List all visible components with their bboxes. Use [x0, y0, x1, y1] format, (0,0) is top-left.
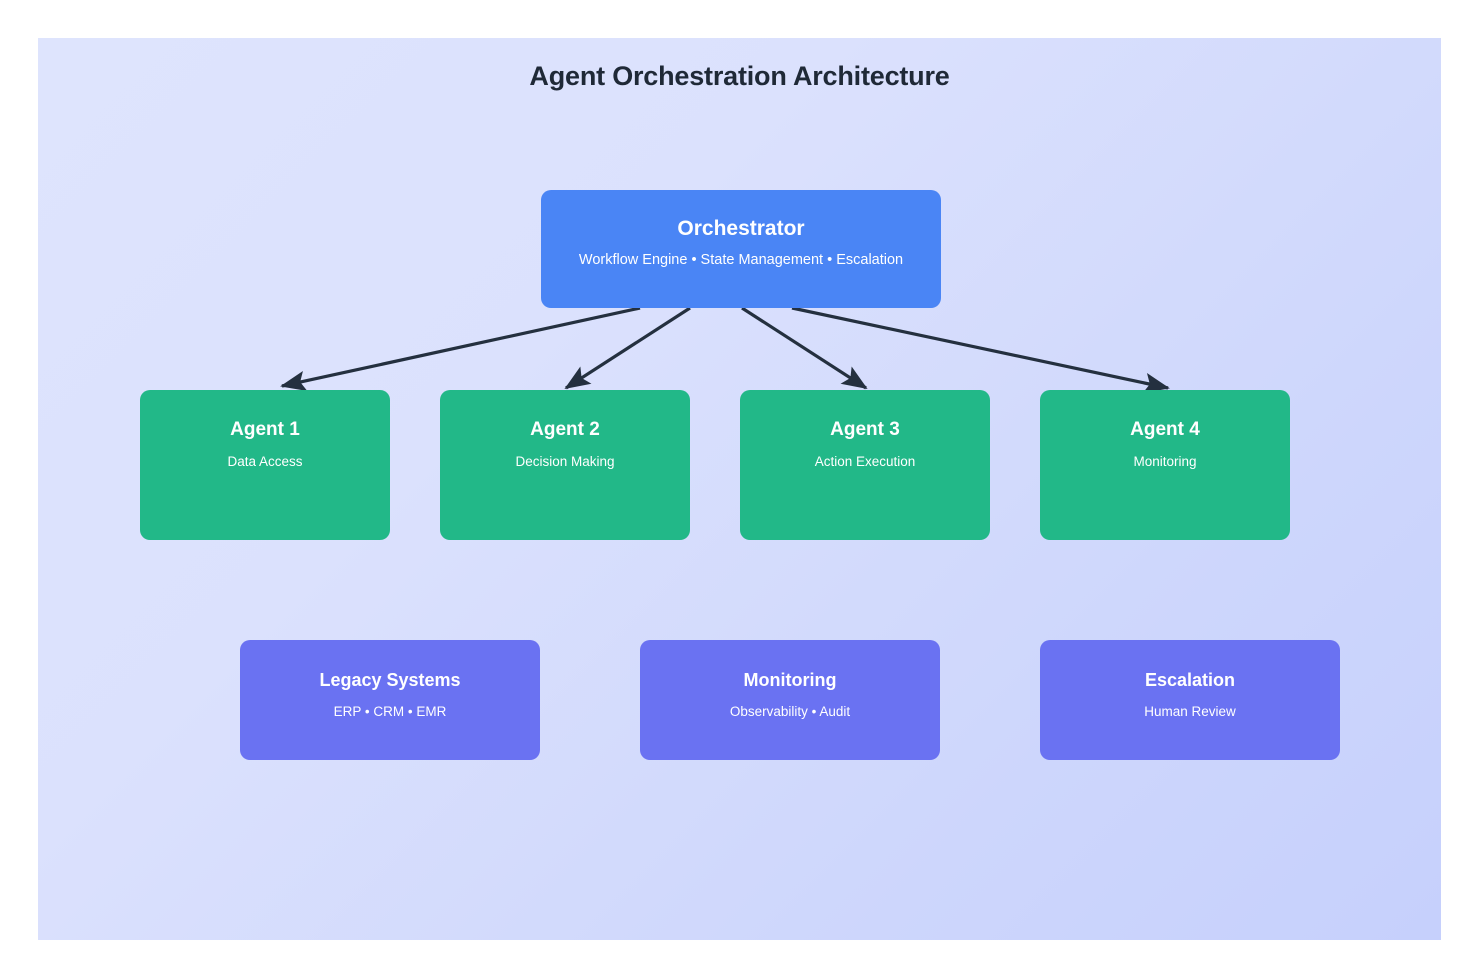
node-agent-2[interactable]: Agent 2 Decision Making: [440, 390, 690, 540]
node-escalation-subtitle: Human Review: [1144, 703, 1236, 719]
node-legacy-systems-subtitle: ERP • CRM • EMR: [333, 703, 447, 719]
page-title: Agent Orchestration Architecture: [529, 61, 950, 91]
node-agent-2-subtitle: Decision Making: [515, 453, 615, 469]
connector-orchestrator-to-agent-2: [564, 306, 691, 390]
diagram-canvas: Agent Orchestration Architecture Orchest…: [38, 38, 1441, 940]
node-orchestrator-title: Orchestrator: [677, 217, 805, 240]
node-agent-4[interactable]: Agent 4 Monitoring: [1040, 390, 1290, 540]
node-escalation[interactable]: Escalation Human Review: [1040, 640, 1340, 760]
node-legacy-systems[interactable]: Legacy Systems ERP • CRM • EMR: [240, 640, 540, 760]
node-agent-1-subtitle: Data Access: [227, 453, 303, 469]
node-agent-1-title: Agent 1: [230, 419, 300, 440]
node-agent-3-title: Agent 3: [830, 419, 900, 440]
node-agent-4-subtitle: Monitoring: [1133, 453, 1197, 469]
node-legacy-systems-title: Legacy Systems: [319, 670, 461, 690]
connector-orchestrator-to-agent-4: [791, 306, 1170, 394]
node-agent-1[interactable]: Agent 1 Data Access: [140, 390, 390, 540]
node-agent-4-title: Agent 4: [1130, 419, 1200, 440]
connector-orchestrator-to-agent-1: [280, 306, 641, 391]
node-monitoring-subtitle: Observability • Audit: [729, 703, 851, 719]
node-agent-3[interactable]: Agent 3 Action Execution: [740, 390, 990, 540]
connector-orchestrator-to-agent-3: [741, 306, 868, 390]
node-escalation-title: Escalation: [1144, 670, 1236, 690]
node-orchestrator-subtitle: Workflow Engine • State Management • Esc…: [578, 252, 904, 269]
node-agent-2-title: Agent 2: [530, 419, 600, 440]
node-monitoring[interactable]: Monitoring Observability • Audit: [640, 640, 940, 760]
node-agent-3-subtitle: Action Execution: [814, 453, 916, 469]
node-orchestrator[interactable]: Orchestrator Workflow Engine • State Man…: [541, 190, 941, 308]
node-monitoring-title: Monitoring: [743, 670, 837, 690]
